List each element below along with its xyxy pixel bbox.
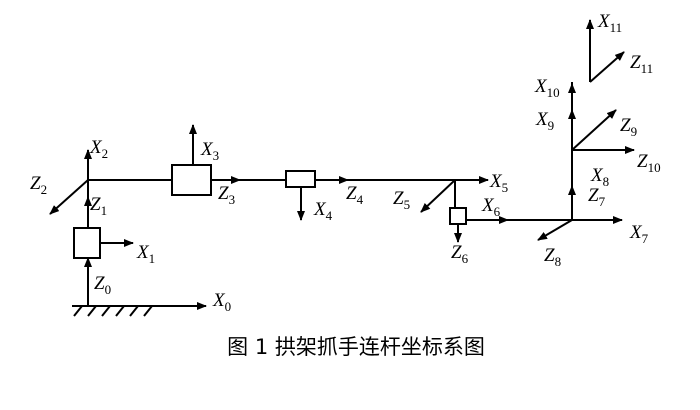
axis-z11 bbox=[589, 51, 625, 83]
label-z8: Z8 bbox=[544, 245, 561, 269]
figure-caption: 图 1 拱架抓手连杆坐标系图 bbox=[227, 335, 485, 359]
label-x6: X6 bbox=[481, 195, 501, 219]
label-x3: X3 bbox=[200, 139, 219, 163]
label-z0: Z0 bbox=[94, 273, 111, 297]
label-x5: X5 bbox=[489, 171, 508, 195]
joint-3-box bbox=[171, 164, 212, 196]
axis-z2 bbox=[49, 179, 89, 215]
joint-6-box bbox=[449, 207, 467, 225]
label-x2: X2 bbox=[89, 137, 108, 161]
label-z9: Z9 bbox=[620, 115, 637, 139]
label-z1: Z1 bbox=[90, 194, 107, 218]
label-x9: X9 bbox=[535, 109, 554, 133]
label-x11: X11 bbox=[597, 11, 622, 35]
joint-1-box bbox=[73, 227, 101, 259]
label-z7: Z7 bbox=[588, 185, 606, 209]
axis-z9 bbox=[571, 109, 617, 151]
label-z6: Z6 bbox=[451, 242, 469, 266]
label-x4: X4 bbox=[313, 199, 333, 223]
ground-base bbox=[72, 305, 162, 317]
axis-z5 bbox=[420, 179, 456, 213]
label-x10: X10 bbox=[534, 76, 560, 100]
axis-z8 bbox=[537, 219, 573, 241]
label-x0: X0 bbox=[212, 290, 231, 314]
label-x7: X7 bbox=[629, 222, 649, 246]
label-z4: Z4 bbox=[346, 183, 364, 207]
label-x1: X1 bbox=[136, 242, 155, 266]
label-z3: Z3 bbox=[218, 183, 235, 207]
label-z2: Z2 bbox=[30, 173, 47, 197]
label-z10: Z10 bbox=[637, 151, 661, 175]
label-z5: Z5 bbox=[393, 188, 410, 212]
joint-4-box bbox=[285, 170, 316, 188]
label-x8: X8 bbox=[590, 165, 609, 189]
label-z11: Z11 bbox=[630, 52, 653, 76]
